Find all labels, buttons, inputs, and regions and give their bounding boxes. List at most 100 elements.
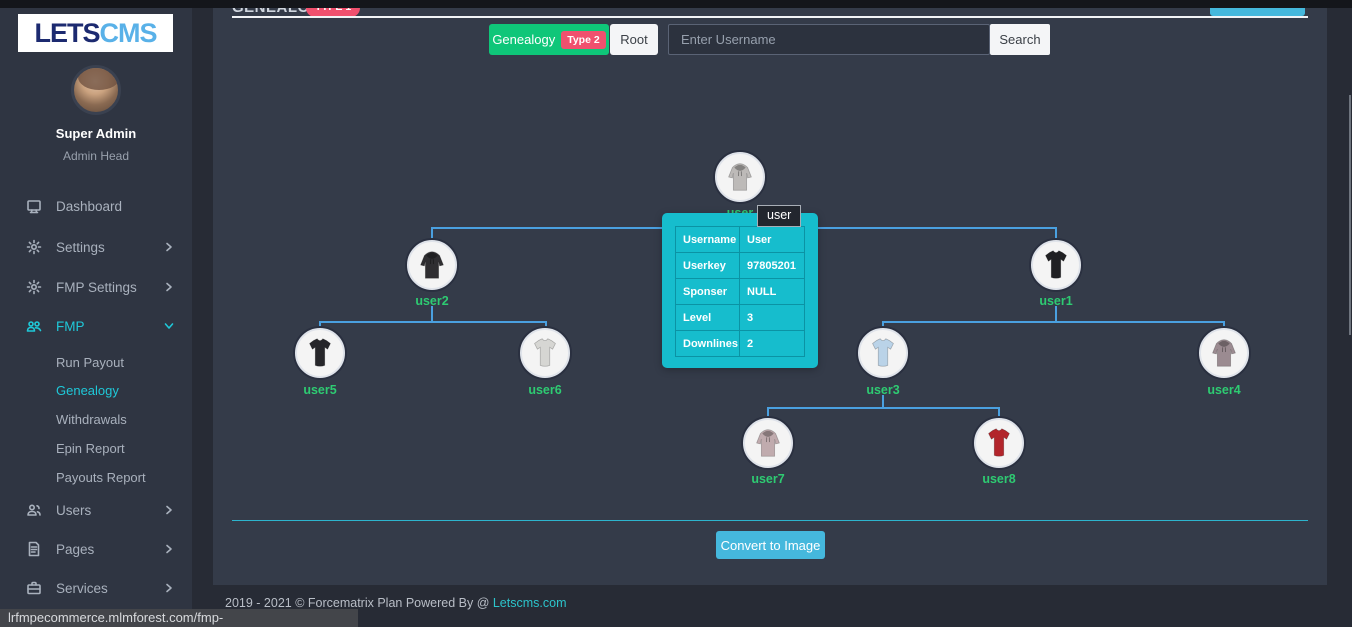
tree-node-user2[interactable] <box>407 240 457 290</box>
tree-node-user6[interactable] <box>520 328 570 378</box>
search-button[interactable]: Search <box>990 24 1050 55</box>
sidebar-subitem-withdrawals[interactable]: Withdrawals <box>56 409 127 429</box>
garment-shape <box>310 339 331 367</box>
garment-icon <box>864 334 902 372</box>
genealogy-button-label: Genealogy <box>492 32 556 47</box>
gear-icon <box>26 239 42 255</box>
sidebar-item-pages[interactable]: Pages <box>0 536 192 562</box>
sidebar-item-fmp[interactable]: FMP <box>0 313 192 339</box>
garment-icon <box>526 334 564 372</box>
sidebar-item-label: Dashboard <box>56 198 123 214</box>
footer: 2019 - 2021 © Forcematrix Plan Powered B… <box>225 596 567 610</box>
chevron-right-icon <box>166 242 172 252</box>
garment-icon <box>1205 334 1243 372</box>
sidebar-subitem-genealogy[interactable]: Genealogy <box>56 380 119 400</box>
info-label: Downlines <box>675 330 740 357</box>
sidebar-item-users[interactable]: Users <box>0 497 192 523</box>
sidebar-item-services[interactable]: Services <box>0 575 192 601</box>
dashboard-icon <box>27 200 41 214</box>
tree-node-label[interactable]: user2 <box>415 294 449 308</box>
tree-node-user5[interactable] <box>295 328 345 378</box>
connector-line <box>767 407 1000 409</box>
connector-line <box>882 395 884 408</box>
sidebar-subitem-payouts-report[interactable]: Payouts Report <box>56 467 146 487</box>
genealogy-type-button[interactable]: Genealogy Type 2 <box>489 24 609 55</box>
tree-node-label[interactable]: user8 <box>982 472 1016 486</box>
sidebar-item-label: Settings <box>56 239 105 255</box>
garment-shape <box>873 339 894 367</box>
admin-avatar[interactable] <box>71 65 121 115</box>
type-badge: TYPE 1 <box>306 8 361 17</box>
bottom-divider <box>232 520 1308 521</box>
info-value: NULL <box>739 278 805 305</box>
info-label: Level <box>675 304 740 331</box>
garment-icon <box>1037 246 1075 284</box>
convert-to-image-button[interactable]: Convert to Image <box>716 531 825 559</box>
info-value: User <box>739 226 805 253</box>
sidebar-subitem-run-payout[interactable]: Run Payout <box>56 352 124 372</box>
sidebar-item-label: FMP Settings <box>56 279 137 295</box>
sidebar-subitem-epin-report[interactable]: Epin Report <box>56 438 125 458</box>
sidebar-item-fmp-settings[interactable]: FMP Settings <box>0 274 192 300</box>
tree-node-user[interactable] <box>715 152 765 202</box>
info-label: Username <box>675 226 740 253</box>
tree-node-user7[interactable] <box>743 418 793 468</box>
tree-node-label[interactable]: user6 <box>528 383 562 397</box>
letscms-link[interactable]: Letscms.com <box>492 596 567 610</box>
chevron-right-icon <box>166 282 172 292</box>
info-label: Userkey <box>675 252 740 279</box>
tree-node-label[interactable]: user5 <box>303 383 337 397</box>
tree-node-user3[interactable] <box>858 328 908 378</box>
chevron-down-icon <box>164 323 174 329</box>
connector-line <box>998 407 1000 418</box>
connector-line <box>545 321 547 329</box>
garment-icon <box>749 424 787 462</box>
subitem-label: Epin Report <box>56 440 125 456</box>
chevron-right-icon <box>166 505 172 515</box>
top-black-strip <box>0 0 1352 8</box>
briefcase-icon <box>27 581 41 595</box>
subitem-label: Payouts Report <box>56 469 146 485</box>
sidebar-item-label: Services <box>56 580 108 596</box>
profile-name: Super Admin <box>55 126 137 141</box>
sidebar-item-dashboard[interactable]: Dashboard <box>0 193 192 219</box>
tree-node-user1[interactable] <box>1031 240 1081 290</box>
sidebar-item-label: FMP <box>56 318 85 334</box>
top-right-button[interactable] <box>1210 8 1305 16</box>
garment-icon <box>980 424 1018 462</box>
connector-line <box>767 407 769 418</box>
connector-line <box>882 321 1225 323</box>
tree-node-label[interactable]: user4 <box>1207 383 1241 397</box>
tree-node-label[interactable]: user1 <box>1039 294 1073 308</box>
info-value: 97805201 <box>739 252 805 279</box>
browser-status-bar: lrfmpecommerce.mlmforest.com/fmp-admin/f… <box>0 609 358 627</box>
users-icon <box>27 504 41 516</box>
header-divider <box>232 16 1308 18</box>
group-icon <box>26 321 42 332</box>
chevron-right-icon <box>166 583 172 593</box>
tree-node-label[interactable]: user7 <box>751 472 785 486</box>
tree-node-label[interactable]: user3 <box>866 383 900 397</box>
sidebar-item-label: Users <box>56 502 92 518</box>
hover-tooltip: user <box>757 205 802 227</box>
tree-node-user8[interactable] <box>974 418 1024 468</box>
scrollbar-thumb[interactable] <box>1349 95 1351 335</box>
chevron-right-icon <box>166 544 172 554</box>
garment-shape <box>1046 251 1067 279</box>
info-label: Sponser <box>675 278 740 305</box>
connector-line <box>431 227 433 240</box>
username-input[interactable] <box>668 24 990 55</box>
tree-node-user4[interactable] <box>1199 328 1249 378</box>
info-value: 2 <box>739 330 805 357</box>
garment-shape <box>757 430 780 457</box>
page-title: GENEALOGY <box>232 8 332 16</box>
root-button[interactable]: Root <box>610 24 658 55</box>
sidebar-item-settings[interactable]: Settings <box>0 234 192 260</box>
